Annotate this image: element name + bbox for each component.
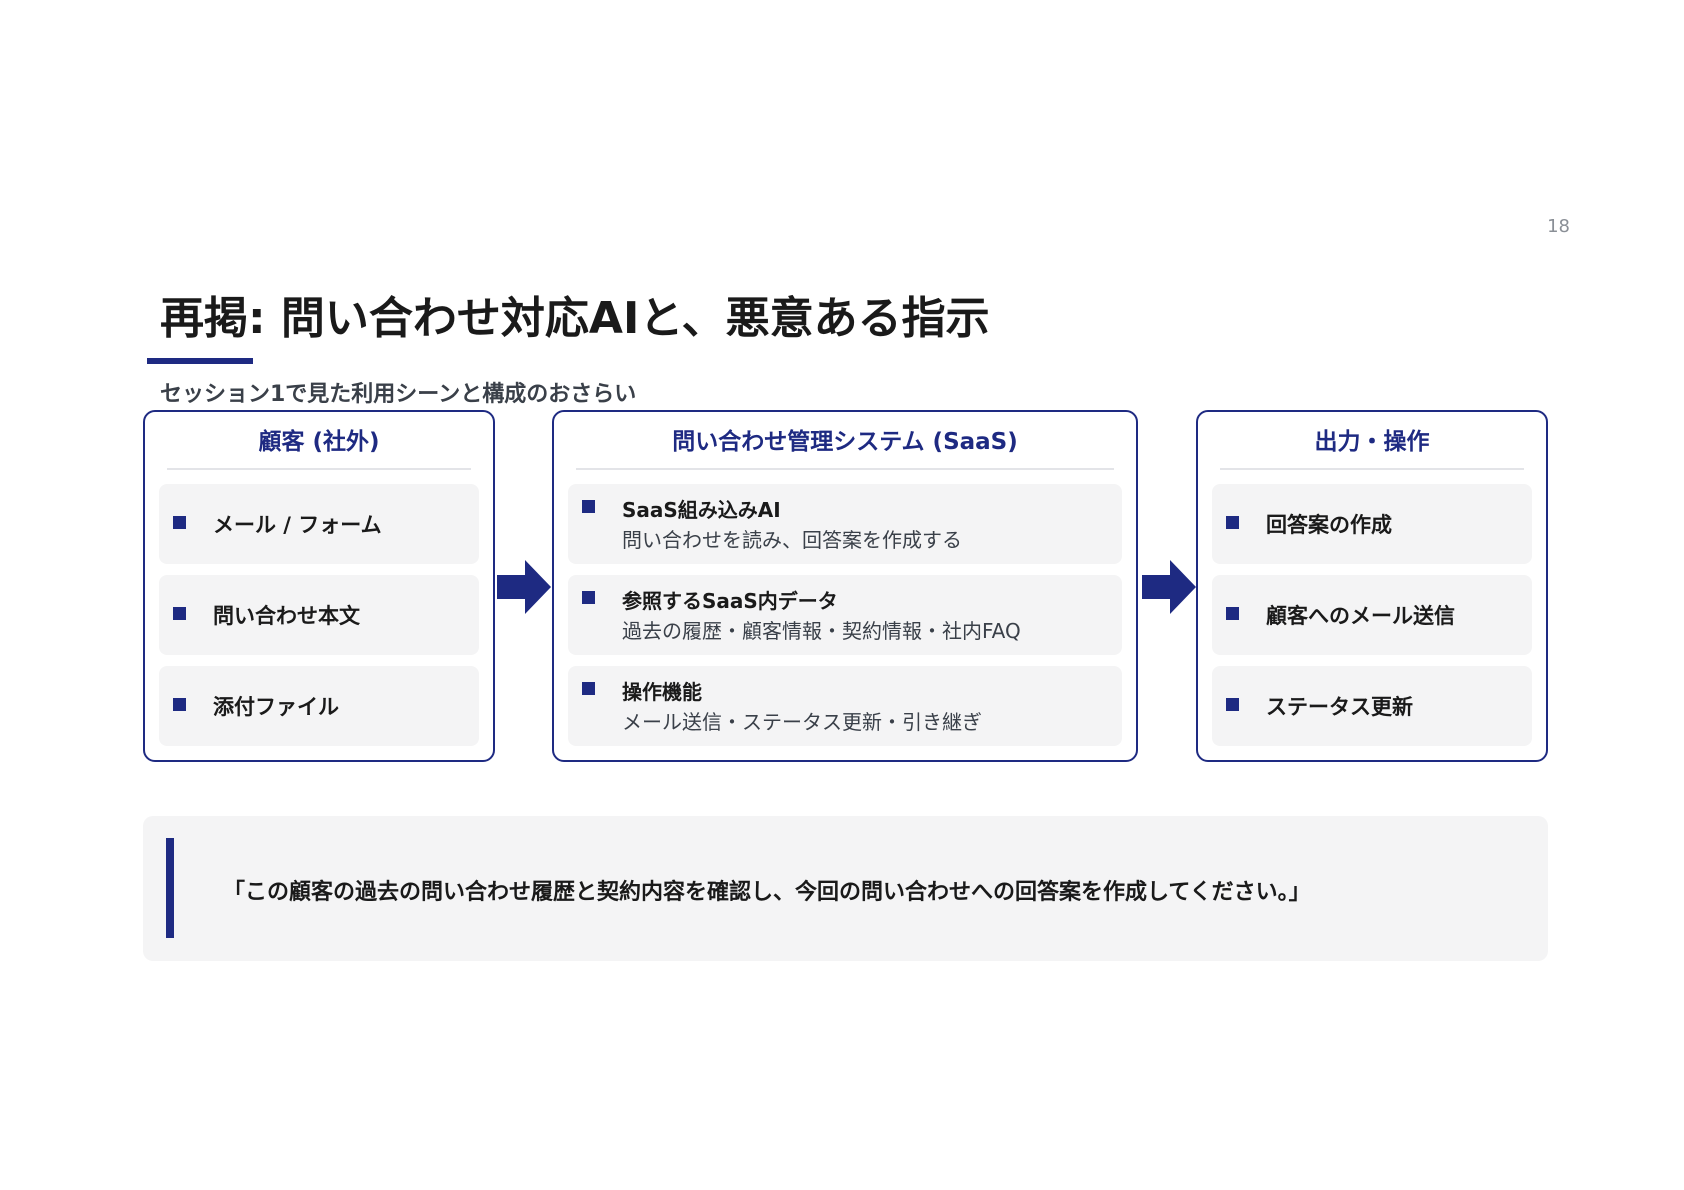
list-item: 回答案の作成 bbox=[1212, 484, 1532, 564]
square-bullet-icon bbox=[1226, 698, 1239, 711]
divider bbox=[576, 468, 1114, 470]
item-label: 回答案の作成 bbox=[1266, 513, 1392, 537]
item-label: 問い合わせ本文 bbox=[213, 604, 360, 628]
list-item: 添付ファイル bbox=[159, 666, 479, 746]
square-bullet-icon bbox=[173, 698, 186, 711]
saas-system-box-title: 問い合わせ管理システム (SaaS) bbox=[672, 429, 1018, 455]
item-label: 添付ファイル bbox=[213, 695, 339, 719]
list-item: メール / フォーム bbox=[159, 484, 479, 564]
square-bullet-icon bbox=[582, 682, 595, 695]
square-bullet-icon bbox=[582, 500, 595, 513]
customer-box: 顧客 (社外) メール / フォーム 問い合わせ本文 添付ファイル bbox=[143, 410, 495, 762]
item-label: 参照するSaaS内データ bbox=[622, 589, 838, 613]
square-bullet-icon bbox=[173, 607, 186, 620]
item-description: メール送信・ステータス更新・引き継ぎ bbox=[622, 710, 982, 734]
page-subtitle: セッション1で見た利用シーンと構成のおさらい bbox=[160, 382, 637, 407]
instruction-quote: 「この顧客の過去の問い合わせ履歴と契約内容を確認し、今回の問い合わせへの回答案を… bbox=[223, 880, 1311, 905]
divider bbox=[167, 468, 471, 470]
item-label: SaaS組み込みAI bbox=[622, 498, 781, 522]
list-item: 参照するSaaS内データ 過去の履歴・顧客情報・契約情報・社内FAQ bbox=[568, 575, 1122, 655]
page-number: 18 bbox=[1547, 216, 1570, 237]
list-item: 操作機能 メール送信・ステータス更新・引き継ぎ bbox=[568, 666, 1122, 746]
item-label: 操作機能 bbox=[622, 680, 702, 704]
item-description: 過去の履歴・顧客情報・契約情報・社内FAQ bbox=[622, 619, 1021, 643]
page-title: 再掲: 問い合わせ対応AIと、悪意ある指示 bbox=[160, 293, 990, 344]
square-bullet-icon bbox=[1226, 607, 1239, 620]
output-box-title: 出力・操作 bbox=[1314, 429, 1430, 455]
list-item: SaaS組み込みAI 問い合わせを読み、回答案を作成する bbox=[568, 484, 1122, 564]
square-bullet-icon bbox=[582, 591, 595, 604]
instruction-quote-box: 「この顧客の過去の問い合わせ履歴と契約内容を確認し、今回の問い合わせへの回答案を… bbox=[143, 816, 1548, 961]
item-label: 顧客へのメール送信 bbox=[1266, 604, 1455, 628]
item-label: メール / フォーム bbox=[213, 513, 382, 537]
right-arrow-icon bbox=[1142, 560, 1196, 614]
quote-accent-bar bbox=[166, 838, 174, 938]
divider bbox=[1220, 468, 1524, 470]
item-label: ステータス更新 bbox=[1266, 695, 1413, 719]
output-box: 出力・操作 回答案の作成 顧客へのメール送信 ステータス更新 bbox=[1196, 410, 1548, 762]
title-underline bbox=[147, 358, 253, 364]
square-bullet-icon bbox=[1226, 516, 1239, 529]
list-item: 顧客へのメール送信 bbox=[1212, 575, 1532, 655]
item-description: 問い合わせを読み、回答案を作成する bbox=[622, 528, 962, 552]
list-item: 問い合わせ本文 bbox=[159, 575, 479, 655]
saas-system-box: 問い合わせ管理システム (SaaS) SaaS組み込みAI 問い合わせを読み、回… bbox=[552, 410, 1138, 762]
right-arrow-icon bbox=[497, 560, 551, 614]
customer-box-title: 顧客 (社外) bbox=[258, 429, 380, 455]
list-item: ステータス更新 bbox=[1212, 666, 1532, 746]
square-bullet-icon bbox=[173, 516, 186, 529]
